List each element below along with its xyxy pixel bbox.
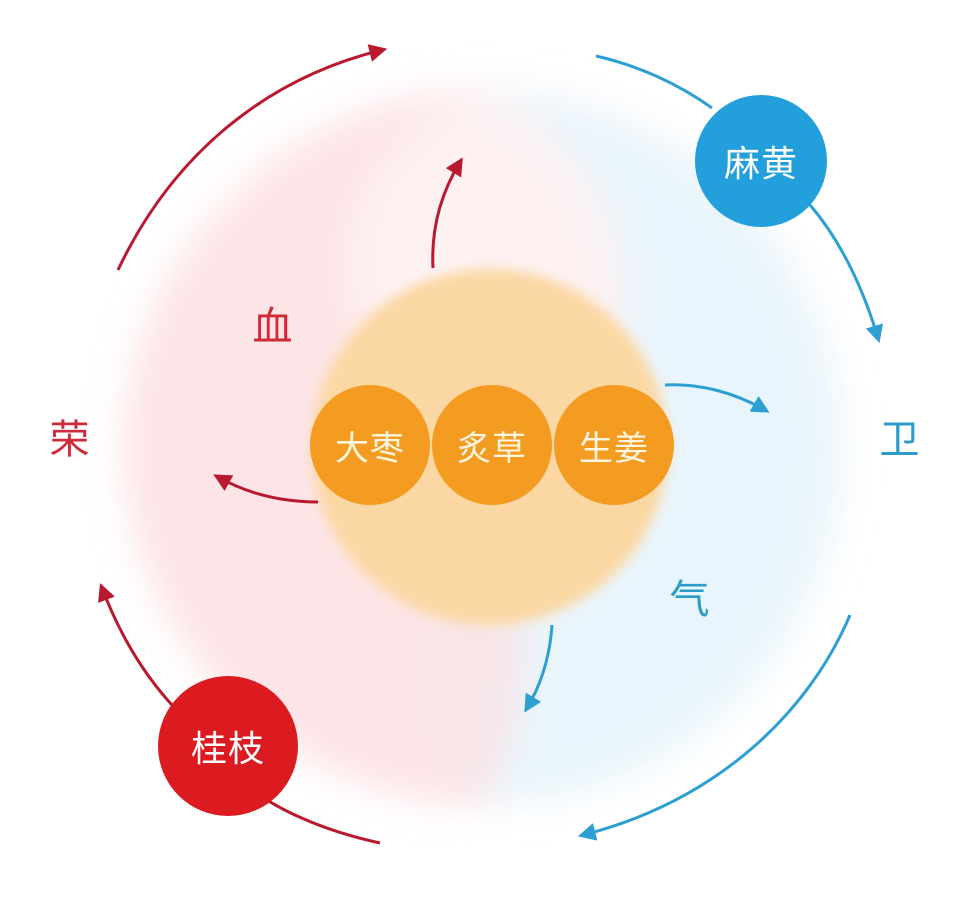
label-qi: 气 [669,577,711,623]
herb-guizhi-label: 桂枝 [190,729,265,770]
inner-arrow-right [664,383,770,413]
herb-dazao: 大枣 [310,385,430,505]
herb-dazao-label: 大枣 [335,428,405,469]
label-ying: 荣 [49,417,91,463]
herb-shengjiang: 生姜 [554,385,674,505]
label-wei: 卫 [879,417,921,463]
inner-arrow-down [524,624,554,713]
herb-mahuang: 麻黄 [695,95,827,227]
label-xue: 血 [252,304,294,350]
red-arc-left [98,582,174,707]
herb-zhicao-label: 炙草 [457,428,527,469]
blue-arc-right [808,204,883,344]
inner-arrow-left [213,474,319,504]
herb-guizhi: 桂枝 [158,676,298,816]
blue-arc-bottom-right [577,614,852,841]
herb-mahuang-label: 麻黄 [723,144,798,185]
herb-zhicao: 炙草 [432,385,552,505]
red-arc-top-left [116,44,388,271]
inner-arrow-up [431,157,463,269]
blue-arc-top-right [595,54,713,110]
herb-shengjiang-label: 生姜 [579,428,649,469]
